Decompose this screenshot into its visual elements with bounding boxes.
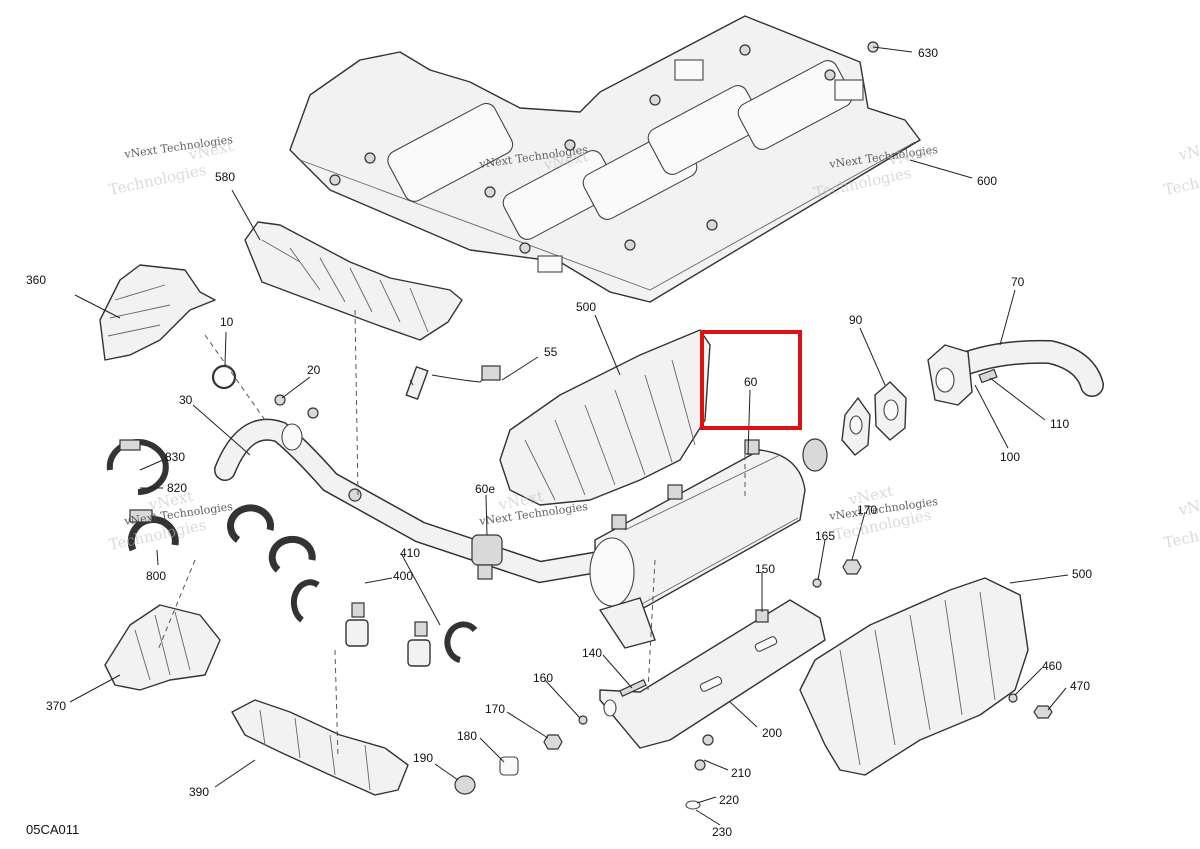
flex-pipe-370[interactable] xyxy=(104,604,221,691)
callout-820[interactable]: 820 xyxy=(167,481,187,495)
hardware-small[interactable] xyxy=(348,488,1053,810)
callout-100[interactable]: 100 xyxy=(1000,450,1020,464)
callout-160[interactable]: 160 xyxy=(533,671,553,685)
o-ring-10[interactable] xyxy=(211,364,237,390)
heat-shield-360[interactable] xyxy=(99,264,216,361)
callout-10[interactable]: 10 xyxy=(220,315,234,329)
callout-200[interactable]: 200 xyxy=(762,726,782,740)
callout-800[interactable]: 800 xyxy=(146,569,166,583)
callout-110[interactable]: 110 xyxy=(1050,417,1069,431)
heat-shield-500-upper[interactable] xyxy=(499,329,711,506)
tail-pipe-70[interactable] xyxy=(927,339,1104,406)
callout-500-upper[interactable]: 500 xyxy=(576,300,596,314)
watermark-text: Technologies xyxy=(1162,161,1200,199)
clamp-60e[interactable] xyxy=(471,534,503,580)
gasket-90[interactable] xyxy=(841,381,907,456)
bracket-400[interactable] xyxy=(345,602,431,667)
callout-370[interactable]: 370 xyxy=(46,699,66,713)
clamp-800[interactable] xyxy=(127,509,179,552)
watermark-text: Technologies xyxy=(107,161,208,199)
callout-60e[interactable]: 60e xyxy=(475,482,495,496)
callout-55[interactable]: 55 xyxy=(544,345,558,359)
callout-360[interactable]: 360 xyxy=(26,273,46,287)
diagram-code: 05CA011 xyxy=(26,822,79,837)
callout-20[interactable]: 20 xyxy=(307,363,321,377)
callout-630[interactable]: 630 xyxy=(918,46,938,60)
callout-170-upper[interactable]: 170 xyxy=(857,503,877,517)
callout-165[interactable]: 165 xyxy=(815,529,835,543)
callout-410[interactable]: 410 xyxy=(400,546,420,560)
skid-plate-600[interactable] xyxy=(289,15,921,303)
bolt-140[interactable] xyxy=(619,678,647,698)
exhaust-pipe-30[interactable] xyxy=(214,418,621,584)
bracket-200[interactable] xyxy=(599,599,826,749)
callout-830[interactable]: 830 xyxy=(165,450,185,464)
callout-400[interactable]: 400 xyxy=(393,569,413,583)
clamp-halves[interactable] xyxy=(227,504,316,573)
watermark-text: Technologies xyxy=(1162,514,1200,552)
callout-170-lower[interactable]: 170 xyxy=(485,702,505,716)
heat-shield-500-lower[interactable] xyxy=(799,577,1029,776)
nut-20[interactable] xyxy=(274,394,319,419)
watermark-text: vNext xyxy=(1176,137,1200,164)
callout-470[interactable]: 470 xyxy=(1070,679,1090,693)
callout-150[interactable]: 150 xyxy=(755,562,775,576)
callout-180[interactable]: 180 xyxy=(457,729,477,743)
callout-390[interactable]: 390 xyxy=(189,785,209,799)
callout-580[interactable]: 580 xyxy=(215,170,235,184)
clamp-830[interactable] xyxy=(106,439,169,495)
sleeve[interactable] xyxy=(802,438,828,472)
heat-shield-390[interactable] xyxy=(231,699,409,796)
callout-460[interactable]: 460 xyxy=(1042,659,1062,673)
callout-60[interactable]: 60 xyxy=(744,375,758,389)
callout-220[interactable]: 220 xyxy=(719,793,739,807)
callout-30[interactable]: 30 xyxy=(179,393,193,407)
highlight-box-60 xyxy=(700,330,802,430)
callout-190[interactable]: 190 xyxy=(413,751,433,765)
callouts: 630 600 580 360 10 20 30 55 500 60 90 70… xyxy=(26,46,1092,839)
watermark-text: vNext xyxy=(1176,492,1200,519)
callout-500-lower[interactable]: 500 xyxy=(1072,567,1092,581)
clamp-410[interactable] xyxy=(290,579,478,663)
callout-230[interactable]: 230 xyxy=(712,825,732,839)
leader-lines xyxy=(69,46,1069,826)
bolt-110[interactable] xyxy=(978,368,998,384)
callout-90[interactable]: 90 xyxy=(849,313,863,327)
callout-600[interactable]: 600 xyxy=(977,174,997,188)
callout-140[interactable]: 140 xyxy=(582,646,602,660)
muffler-60[interactable] xyxy=(589,439,806,649)
callout-70[interactable]: 70 xyxy=(1011,275,1025,289)
callout-210[interactable]: 210 xyxy=(731,766,751,780)
alignment-lines xyxy=(157,309,746,759)
heat-shield-580[interactable] xyxy=(244,221,463,341)
oxygen-sensor-55[interactable] xyxy=(405,365,501,400)
